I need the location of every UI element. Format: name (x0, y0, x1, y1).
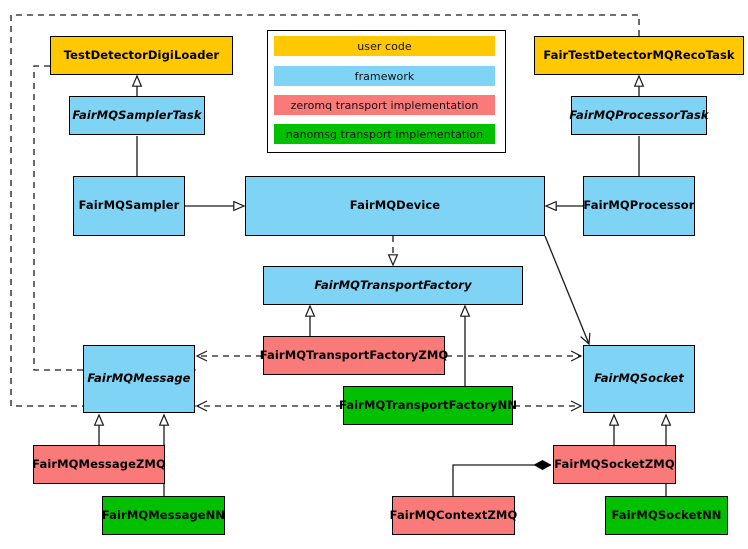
class-node-fairmq-message-zmq[interactable]: FairMQMessageZMQ (32, 445, 166, 484)
class-node-fairmq-context-zmq[interactable]: FairMQContextZMQ (389, 496, 518, 535)
class-label-fairmq-transport-factory-zmq: FairMQTransportFactoryZMQ (259, 347, 449, 362)
edge-contextzmq-to-socketzmq (452, 465, 551, 496)
class-label-fairmq-sampler: FairMQSampler (78, 198, 180, 213)
class-node-fairmq-sampler[interactable]: FairMQSampler (73, 176, 185, 236)
class-label-fairmq-processor: FairMQProcessor (583, 198, 695, 213)
class-node-fairmq-socket-nn[interactable]: FairMQSocketNN (605, 496, 728, 535)
class-label-test-detector-digi-loader: TestDetectorDigiLoader (63, 47, 220, 62)
class-node-fairtestdetector-mq-reco-task[interactable]: FairTestDetectorMQRecoTask (534, 36, 744, 75)
legend-item-nanomsg: nanomsg transport implementation (274, 124, 495, 144)
class-node-fairmq-processor[interactable]: FairMQProcessor (583, 176, 695, 236)
class-node-fairmq-transport-factory-zmq[interactable]: FairMQTransportFactoryZMQ (260, 336, 448, 375)
class-node-fairmq-device[interactable]: FairMQDevice (245, 176, 545, 236)
class-label-fairmq-transport-factory-nn: FairMQTransportFactoryNN (338, 397, 518, 412)
class-label-fairmq-message-nn: FairMQMessageNN (101, 507, 226, 522)
class-node-fairmq-transport-factory-nn[interactable]: FairMQTransportFactoryNN (339, 386, 517, 425)
class-node-fairmq-transport-factory[interactable]: FairMQTransportFactory (263, 266, 523, 305)
class-label-fairmq-message: FairMQMessage (87, 371, 191, 386)
class-label-fairmq-socket: FairMQSocket (594, 371, 684, 386)
class-label-fairmq-socket-zmq: FairMQSocketZMQ (554, 456, 675, 471)
class-node-fairmq-socket[interactable]: FairMQSocket (583, 345, 695, 413)
legend-label-user-code: user code (357, 39, 412, 53)
legend-label-zeromq: zeromq transport implementation (290, 98, 479, 112)
legend-item-user-code: user code (274, 36, 495, 56)
class-node-fairmq-message-nn[interactable]: FairMQMessageNN (102, 496, 225, 535)
class-label-fairmq-message-zmq: FairMQMessageZMQ (32, 456, 166, 471)
class-node-fairmq-processor-task[interactable]: FairMQProcessorTask (569, 96, 709, 135)
class-node-fairmq-socket-zmq[interactable]: FairMQSocketZMQ (553, 445, 676, 484)
legend-item-framework: framework (274, 66, 495, 86)
class-label-fairmq-socket-nn: FairMQSocketNN (611, 507, 722, 522)
class-label-fairmq-processor-task: FairMQProcessorTask (569, 107, 709, 122)
legend-label-framework: framework (354, 69, 415, 83)
legend-item-zeromq: zeromq transport implementation (274, 95, 495, 115)
legend-label-nanomsg: nanomsg transport implementation (285, 127, 484, 141)
class-node-test-detector-digi-loader[interactable]: TestDetectorDigiLoader (50, 36, 233, 75)
class-label-fairmq-sampler-task: FairMQSamplerTask (72, 107, 202, 122)
class-node-fairmq-sampler-task[interactable]: FairMQSamplerTask (69, 96, 205, 135)
class-label-fairtestdetector-mq-reco-task: FairTestDetectorMQRecoTask (543, 47, 735, 62)
class-label-fairmq-context-zmq: FairMQContextZMQ (389, 507, 518, 522)
class-label-fairmq-device: FairMQDevice (349, 198, 441, 213)
edge-device-to-socket (544, 235, 591, 346)
class-label-fairmq-transport-factory: FairMQTransportFactory (314, 277, 472, 292)
class-node-fairmq-message[interactable]: FairMQMessage (83, 345, 195, 413)
